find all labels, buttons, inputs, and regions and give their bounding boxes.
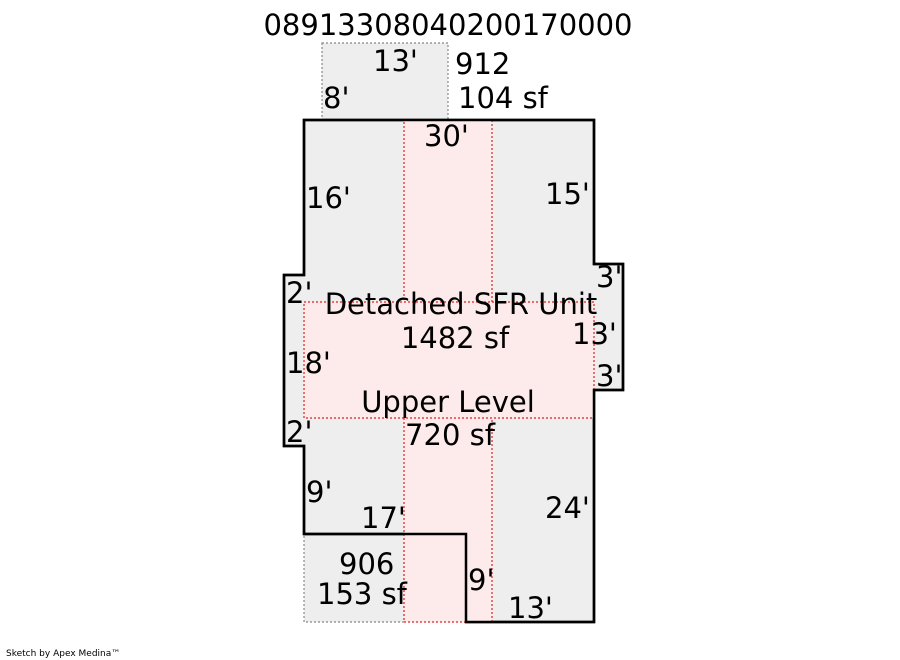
top-addition-outline [321,42,449,121]
dim-bottom-width: 13' [508,591,553,625]
dim-right-bump-top: 3' [596,260,622,294]
main-floor-edge [282,118,625,624]
top-addition-area: 104 sf [458,81,549,115]
dim-top-add-width: 13' [373,44,418,78]
dim-left-lower: 9' [306,475,332,509]
dim-top-add-height: 8' [323,81,349,115]
upper-area-value: 720 sf [405,418,496,452]
dim-right-bump-side: 13' [572,317,617,351]
dim-right-bump-bottom: 3' [596,359,622,393]
dim-right-lower: 24' [545,491,590,525]
bottom-addition-outline [303,533,405,623]
main-area-value: 1482 sf [401,321,510,355]
dim-left-bump-top: 2' [286,276,312,310]
sketch-credit: Sketch by Apex Medina™ [6,649,120,659]
main-area-label: Detached SFR Unit [325,287,598,321]
dim-left-upper: 16' [306,181,351,215]
parcel-id: 08913308040200170000 [263,8,632,42]
bottom-addition-area: 153 sf [317,577,408,611]
upper-level-overlap [405,303,491,417]
dim-notch-width: 17' [361,501,406,535]
dim-left-bump-bottom: 2' [286,415,312,449]
bottom-addition-code: 906 [339,547,394,581]
upper-area-label: Upper Level [361,385,535,419]
dim-top-width: 30' [424,119,469,153]
dim-notch-height: 9' [468,563,494,597]
dim-right-upper: 15' [545,177,590,211]
top-addition-code: 912 [455,47,510,81]
dim-left-bump-side: 18' [286,346,331,380]
